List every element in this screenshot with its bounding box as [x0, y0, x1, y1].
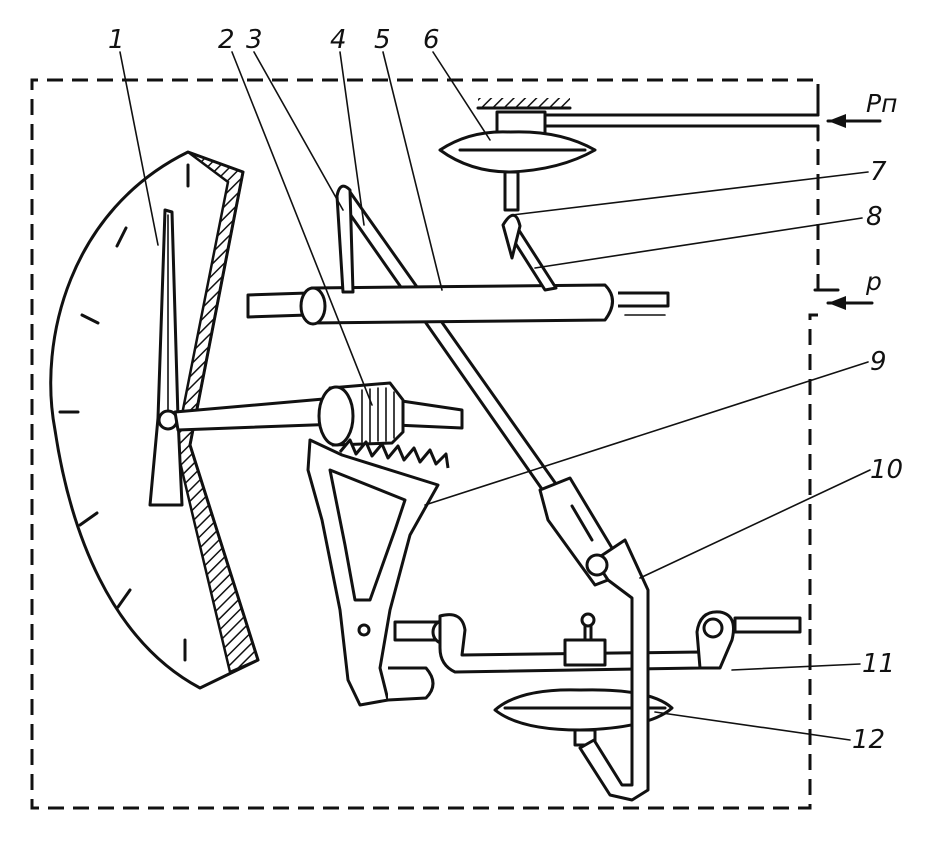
label-7: 7: [870, 157, 887, 187]
label-10: 10: [870, 455, 903, 485]
yoke-link: [578, 538, 650, 802]
label-3: 3: [246, 25, 263, 55]
arrow-pn: [826, 114, 882, 128]
label-8: 8: [866, 202, 883, 232]
upper-bellows: [438, 98, 597, 260]
label-2: 2: [218, 25, 235, 55]
dial-tick-marks: [58, 163, 190, 662]
label-1: 1: [108, 25, 125, 55]
pinion-gear: [317, 381, 405, 447]
lower-bellows: [493, 688, 674, 747]
leader-lines: [119, 51, 871, 741]
label-4: 4: [330, 25, 347, 55]
pipe-pn: [543, 98, 820, 142]
housing-boundary: [30, 78, 820, 810]
lower-crank: [393, 610, 802, 674]
label-p: p: [865, 267, 882, 296]
label-9: 9: [870, 347, 887, 377]
label-12: 12: [852, 725, 885, 755]
label-6: 6: [423, 25, 440, 55]
label-5: 5: [374, 25, 391, 55]
label-11: 11: [862, 649, 895, 679]
arrow-p: [813, 288, 874, 310]
main-axle: [246, 184, 670, 326]
pointer-needle: [148, 208, 184, 507]
gear-sector: [306, 438, 450, 707]
label-pn: Pп: [866, 89, 897, 118]
